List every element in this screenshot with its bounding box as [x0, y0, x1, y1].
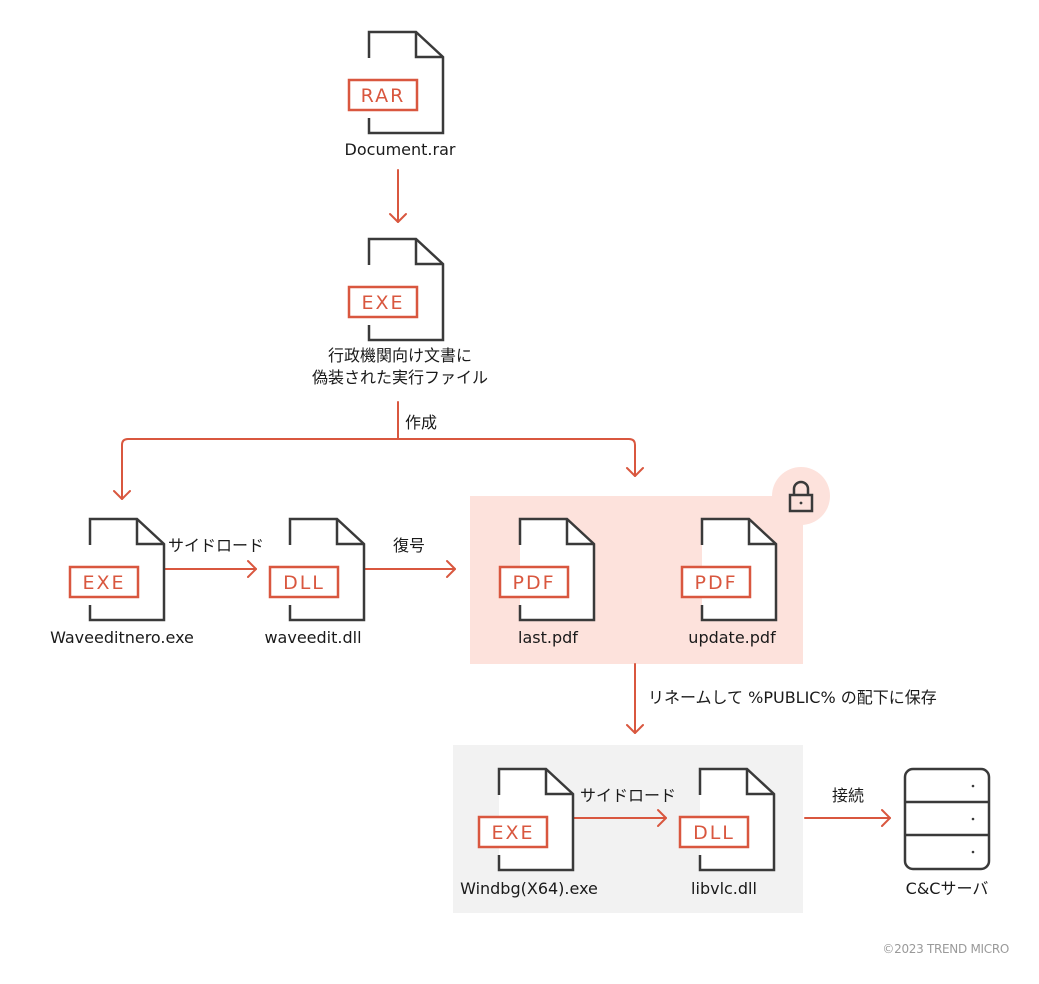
file-badge: PDF [512, 572, 555, 594]
edge-label-decrypt: 復号 [393, 536, 426, 555]
file-badge: EXE [82, 572, 125, 594]
pdf-file-icon: PDF [498, 517, 596, 622]
exe-file-icon: EXE [477, 767, 575, 872]
arrowhead [626, 467, 644, 477]
edge-label-sideload-1: サイドロード [168, 536, 265, 555]
node-label-last-pdf: last.pdf [518, 628, 578, 647]
arrowhead [389, 213, 407, 223]
edge-label-rename-save: リネームして %PUBLIC% の配下に保存 [648, 688, 937, 707]
node-label-disguised-exe-line1: 行政機関向け文書に [327, 346, 472, 365]
node-label-waveedit-dll: waveedit.dll [264, 628, 362, 647]
node-label-document-rar: Document.rar [344, 140, 456, 159]
exe-file-icon: EXE [68, 517, 166, 622]
dll-file-icon: DLL [678, 767, 776, 872]
node-label-cc-server: C&Cサーバ [905, 879, 989, 898]
pdf-file-icon: PDF [680, 517, 778, 622]
arrowhead [657, 809, 667, 827]
dll-file-icon: DLL [268, 517, 366, 622]
server-icon [903, 767, 991, 871]
file-badge: EXE [491, 822, 534, 844]
file-badge: DLL [693, 822, 735, 844]
node-label-update-pdf: update.pdf [688, 628, 776, 647]
file-badge: RAR [361, 85, 406, 107]
file-badge: DLL [283, 572, 325, 594]
rar-file-icon: RAR [347, 30, 445, 135]
node-label-disguised-exe-line2: 偽装された実行ファイル [311, 368, 488, 387]
arrow-create-branch [121, 438, 636, 500]
file-badge: EXE [361, 292, 404, 314]
arrowhead [446, 560, 456, 578]
copyright-text: ©2023 TREND MICRO [882, 942, 1009, 956]
lock-icon [788, 480, 814, 513]
node-label-windbg-exe: Windbg(X64).exe [460, 879, 598, 898]
exe-file-icon: EXE [347, 237, 445, 342]
edge-label-sideload-2: サイドロード [580, 786, 677, 805]
arrowhead [113, 490, 131, 500]
arrowhead [626, 724, 644, 734]
arrowhead [247, 560, 257, 578]
file-badge: PDF [694, 572, 737, 594]
edge-label-create: 作成 [405, 413, 438, 432]
edge-label-connect: 接続 [832, 786, 865, 805]
arrowhead [881, 809, 891, 827]
node-label-waveeditnero-exe: Waveeditnero.exe [50, 628, 194, 647]
node-label-libvlc-dll: libvlc.dll [691, 879, 757, 898]
